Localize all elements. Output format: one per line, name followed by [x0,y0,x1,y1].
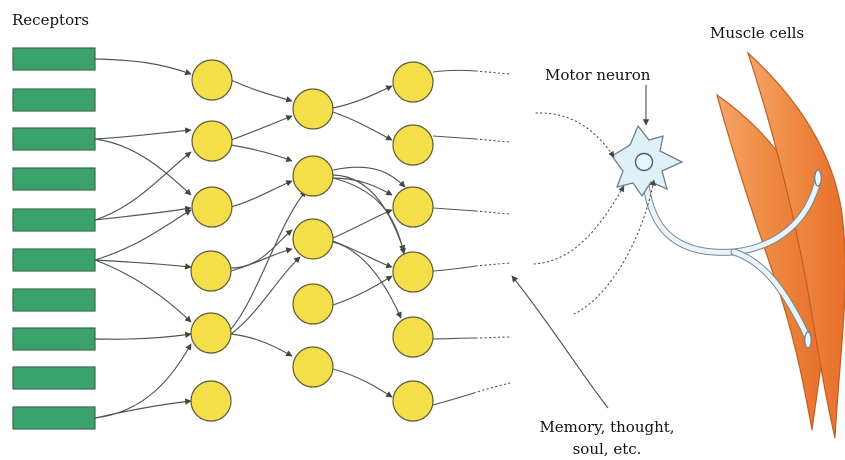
neuron [392,61,434,103]
connection-arrow [94,151,192,221]
memory-pointer-arrow [511,275,609,409]
connection-arrow [332,177,393,196]
connection-arrow [94,58,192,76]
connection-arrow [332,241,402,319]
neuron [392,380,434,422]
outgoing-dotted-line [475,336,511,339]
receptor-6 [12,248,96,272]
nerve-ending [814,169,822,187]
neuron [191,186,233,228]
neuron [292,88,334,130]
receptor-group [12,47,96,430]
motor-neuron-branch [731,249,811,341]
connection-arrow [94,209,192,261]
muscle-cell-group [715,51,845,439]
connection-arrow [230,180,293,208]
outgoing-line [432,392,475,406]
neuron [190,250,232,292]
connection-arrow [94,343,192,419]
outgoing-line [432,69,477,73]
outgoing-dotted-line [475,262,511,267]
outgoing-dotted-line [475,70,511,75]
receptor-4 [12,167,96,191]
connection-arrow [230,115,293,141]
memory-thought-label-line-1: Memory, thought, [539,418,674,436]
neuron-layer-1 [190,59,233,422]
connection-arrow [332,208,393,239]
connection-arrow [230,144,293,162]
receptor-3 [12,127,96,151]
connection-arrow [94,138,192,196]
connection-arrow [94,331,192,340]
receptor-8 [12,327,96,351]
outgoing-dotted-line [475,210,511,215]
connection-arrow [230,333,293,357]
neuron [190,312,232,354]
connection-arrow [94,398,192,419]
outgoing-dotted-line [475,138,511,143]
outgoing-line [432,135,477,140]
neuron [292,155,334,197]
connection-arrow [332,166,406,188]
outgoing-dotted-line [473,382,511,394]
neuron [191,59,233,101]
connection-arrow [230,247,293,272]
neuron [292,283,334,325]
receptor-10 [12,406,96,430]
neuron [392,316,434,358]
muscle-cell [746,51,845,439]
receptor-9 [12,366,96,390]
outgoing-line [432,337,477,340]
neuron [392,251,434,293]
connection-arrow [94,259,192,270]
input-arrow [535,112,615,158]
motor-neuron-nucleus [634,152,654,172]
connection-arrow [332,177,406,255]
connection-arrow [94,127,192,140]
receptor-2 [12,88,96,112]
neuron-layer-2 [292,88,334,388]
neuron [292,218,334,260]
memory-thought-label-line-2: soul, etc. [573,440,642,458]
connection-arrow [230,229,293,269]
connection-arrow [230,79,293,103]
motor-neuron-inputs [511,85,656,409]
neuron [392,186,434,228]
input-arrow [573,179,656,315]
connection-arrow [230,190,307,330]
nerve-ending [804,331,812,349]
connection-arrows [94,58,406,419]
input-arrow [533,185,625,265]
receptor-5 [12,208,96,232]
neuron-layer-3 [392,61,434,422]
connection-arrow [332,368,393,398]
connection-arrow [94,259,192,323]
connection-arrow [230,256,301,335]
motor-neuron-label: Motor neuron [545,66,651,84]
outgoing-signal-lines [432,69,511,406]
receptor-1 [12,47,96,71]
receptor-7 [12,288,96,312]
connection-arrow [332,85,393,109]
connection-arrow [332,111,393,141]
connection-arrow [94,205,192,221]
motor-neuron [611,124,822,349]
muscle-cells-label: Muscle cells [710,24,804,42]
neuron [292,346,334,388]
neuron [392,124,434,166]
neuron [191,120,233,162]
outgoing-line [432,265,477,272]
outgoing-line [432,207,477,212]
receptors-label: Receptors [12,11,89,29]
neuron [190,380,232,422]
connection-arrow [332,275,393,306]
